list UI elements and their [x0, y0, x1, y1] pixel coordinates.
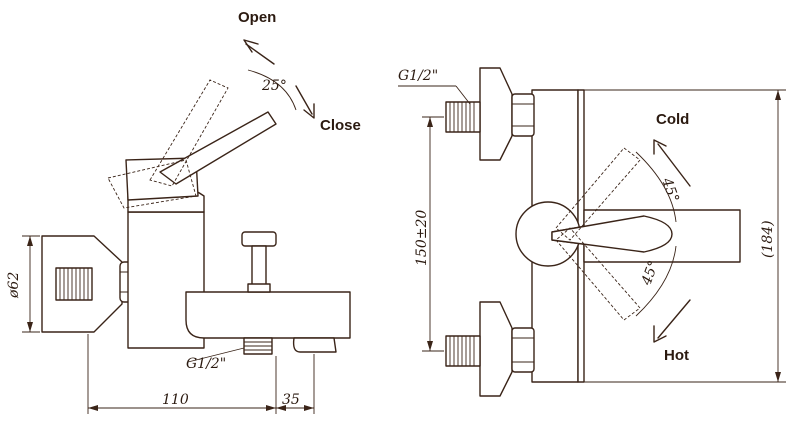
bottom-inlet-nut	[511, 327, 535, 373]
top-inlet-thread	[445, 101, 481, 133]
label-open: Open	[238, 9, 276, 26]
dim-diameter: ø62	[6, 272, 22, 299]
top-inlet-cone	[479, 67, 513, 161]
label-hot: Hot	[664, 347, 689, 364]
dim-centers: 150±20	[414, 210, 430, 266]
thread-inlet: G1/2"	[398, 68, 438, 84]
hot-arrow	[657, 299, 691, 339]
inlet-thread	[55, 267, 93, 301]
angle-hot: 45°	[638, 259, 662, 289]
cold-arrow	[657, 143, 691, 187]
dim-height: (184)	[760, 220, 776, 258]
spout	[185, 291, 351, 339]
front-view: 45° 45° Cold Hot G1/2" 150±20 (184)	[398, 67, 786, 397]
aerator	[292, 337, 337, 353]
angle-lever: 25°	[261, 78, 287, 94]
bottom-inlet-cone	[479, 301, 513, 397]
dim-spout: 35	[282, 392, 300, 408]
diverter-knob	[241, 231, 277, 247]
side-view: Open Close 25° ø62 G1/2" 110 35	[6, 9, 361, 414]
lever-open-outline	[107, 159, 197, 209]
thread-outlet: G1/2"	[186, 356, 226, 372]
bottom-inlet-thread	[445, 335, 481, 367]
label-close: Close	[320, 117, 361, 134]
dim-width: 110	[162, 392, 189, 408]
open-arrow	[245, 43, 275, 65]
label-cold: Cold	[656, 111, 689, 128]
top-inlet-nut	[511, 93, 535, 137]
mixer-body	[127, 211, 205, 349]
angle-cold: 45°	[658, 175, 682, 205]
close-arrow	[295, 85, 313, 115]
